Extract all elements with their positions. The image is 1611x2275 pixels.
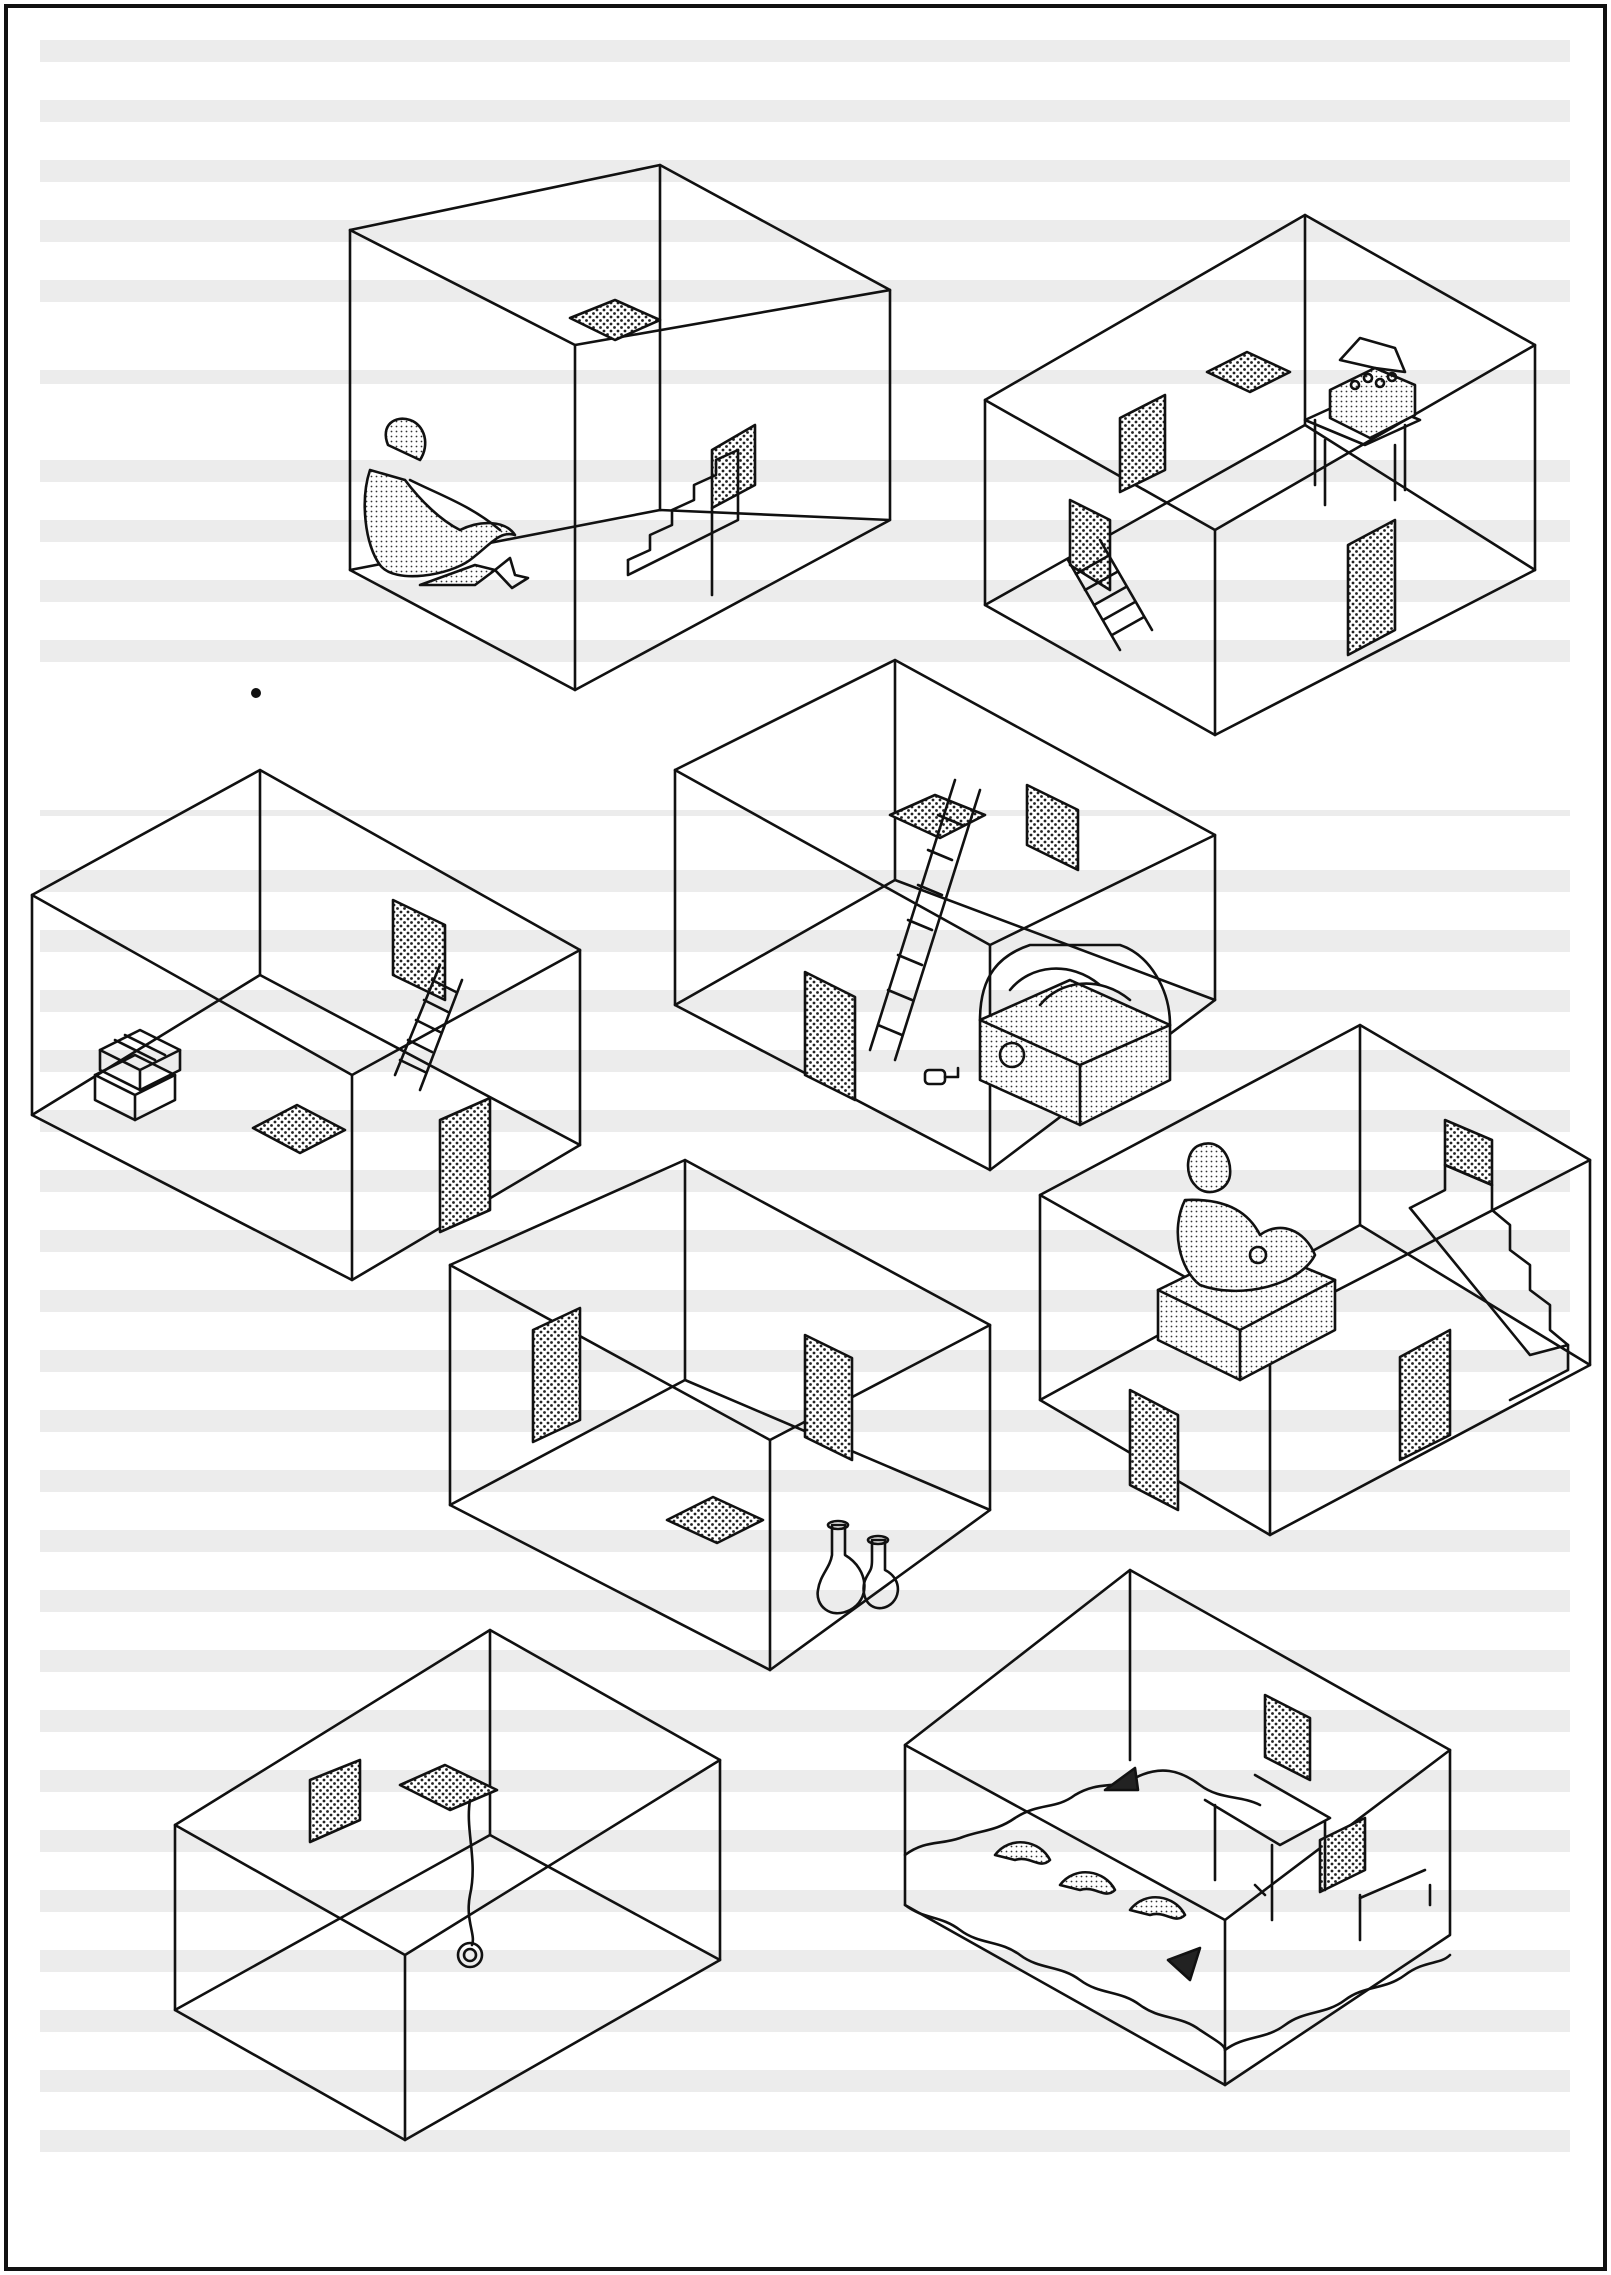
seated-figure-icon <box>365 419 515 576</box>
room-vases <box>450 1160 990 1670</box>
doorway <box>1130 1390 1178 1510</box>
trapdoor <box>667 1497 763 1543</box>
doorway <box>805 972 855 1100</box>
room-water <box>905 1570 1450 2085</box>
doorway <box>1027 785 1078 870</box>
key-icon <box>925 1068 958 1084</box>
doorway <box>533 1308 580 1442</box>
doorway <box>712 425 755 508</box>
room-chest-ladder <box>675 660 1215 1170</box>
trapdoor <box>570 300 660 340</box>
doorway <box>1120 395 1165 492</box>
treasure-chest-on-table-icon <box>1305 338 1420 505</box>
room-rope <box>175 1630 720 2140</box>
room-gold-bars <box>32 770 580 1280</box>
doorway <box>1348 520 1395 655</box>
seated-idol-icon <box>1158 1143 1335 1380</box>
doorway <box>805 1335 852 1460</box>
gold-bars-icon <box>95 1030 180 1120</box>
doorway <box>393 900 445 1000</box>
room-seated-figure <box>350 165 890 690</box>
rope-icon <box>458 1800 482 1967</box>
shark-fin-icon <box>1105 1768 1200 1980</box>
trapdoor <box>400 1765 497 1810</box>
doorway <box>310 1760 360 1842</box>
trapdoor <box>1207 352 1290 392</box>
doorway <box>440 1098 490 1232</box>
doorway <box>1400 1330 1450 1460</box>
serpent-icon <box>995 1842 1185 1918</box>
room-treasure-table <box>985 215 1535 735</box>
vases-icon <box>818 1521 898 1613</box>
doorway <box>1265 1695 1310 1780</box>
trapdoor <box>253 1105 345 1153</box>
doorway <box>1320 1818 1365 1892</box>
ink-speck <box>251 688 261 698</box>
